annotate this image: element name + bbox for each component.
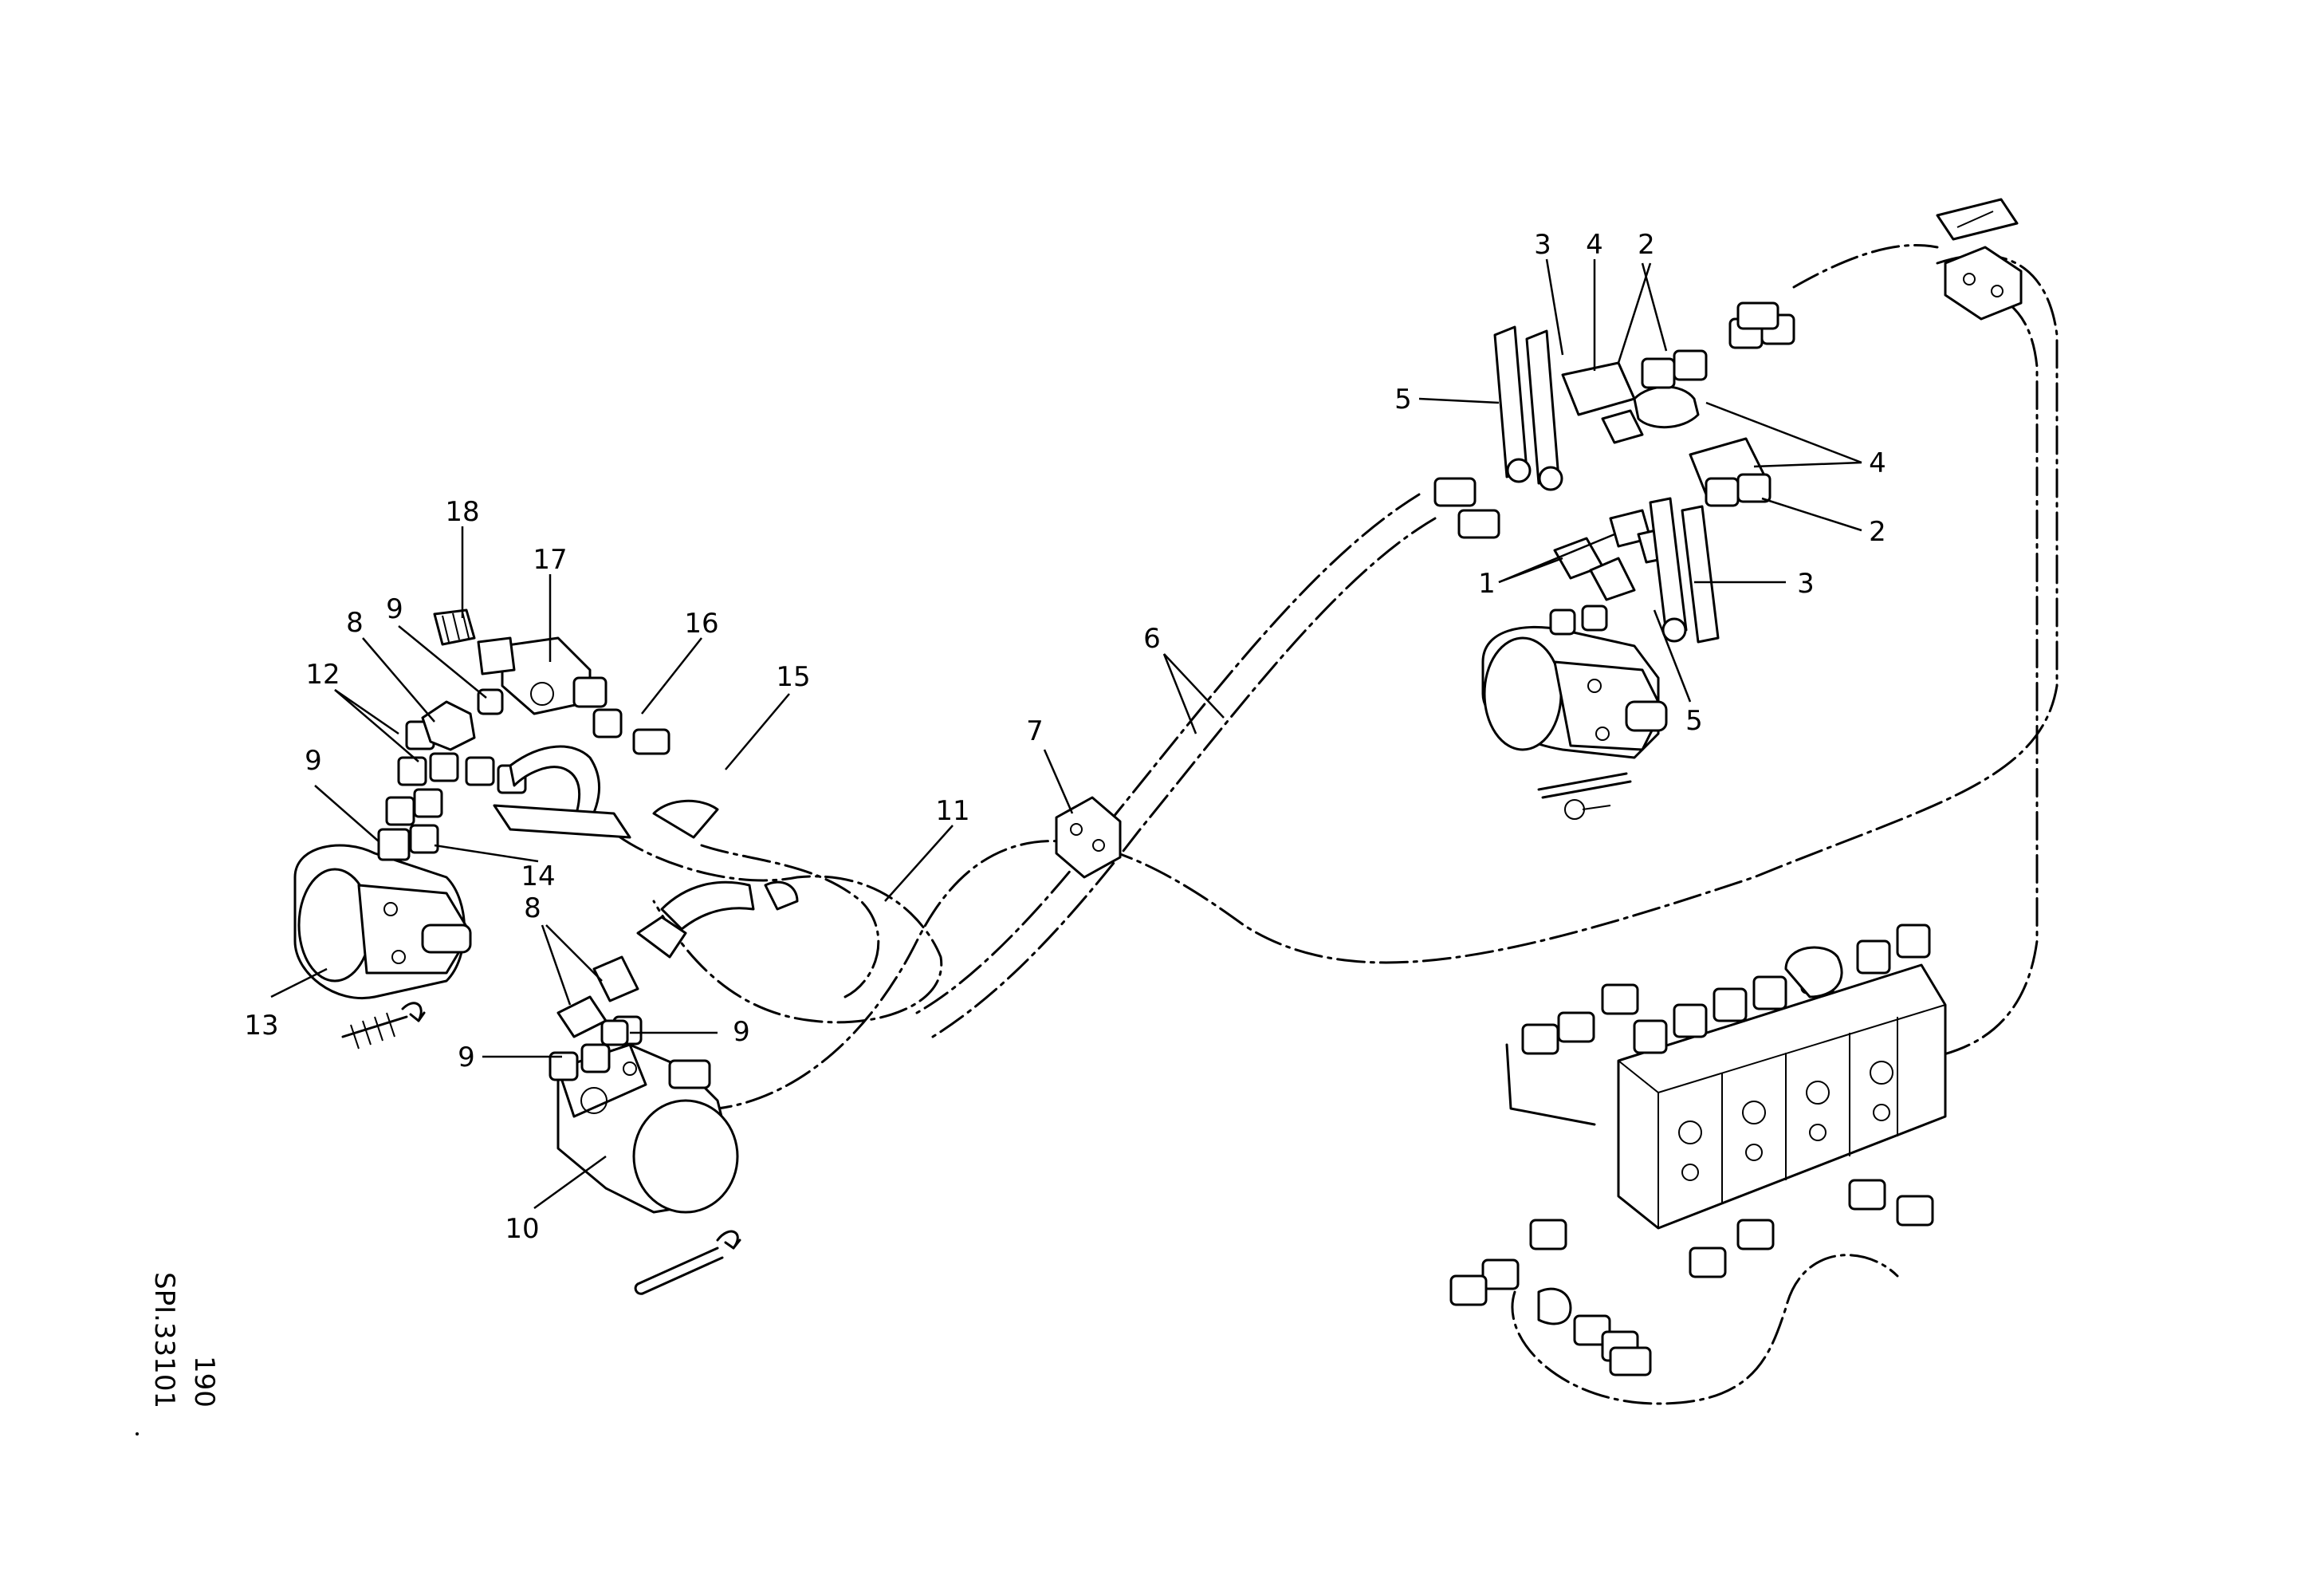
hose-ends-upper-right [1433, 301, 1779, 539]
callout-18: 18 [445, 496, 479, 528]
shaft-rotation-symbol-13 [341, 1002, 426, 1050]
hose-diagonal-a [915, 493, 1421, 1014]
shaft-rotation-symbol-10 [634, 1230, 741, 1295]
callout-9-lower-left: 9 [458, 1042, 475, 1073]
callout-3-right: 3 [1797, 568, 1815, 600]
hose-clamp-7 [1055, 796, 1122, 879]
reference-dot [136, 1432, 139, 1436]
valve-block-fittings [1449, 983, 1934, 1376]
hose-segment-lower-left [636, 880, 799, 959]
dust-caps-3-5 [1493, 325, 1720, 644]
drawing-reference: 190 SPI.33101 [136, 1272, 220, 1436]
elbow-8-upper [421, 700, 476, 751]
callout-17: 17 [533, 544, 567, 576]
bracket-valve-block [1505, 1043, 1596, 1126]
callout-13: 13 [244, 1010, 278, 1042]
hose-left-loop-a [588, 804, 943, 1024]
callout-3-top: 3 [1534, 229, 1551, 261]
pressure-valve-17 [477, 636, 608, 715]
hose-clamp-top-right [1944, 246, 2023, 321]
hose-to-top-right [1792, 244, 1939, 289]
callout-6: 6 [1143, 623, 1161, 655]
callout-16: 16 [684, 608, 718, 640]
callout-9-lower-right: 9 [733, 1016, 750, 1048]
hose-runs [588, 244, 2059, 1405]
fitting-9-lower [600, 1019, 629, 1046]
hydraulic-motor-right [1481, 605, 1668, 759]
callout-4-right: 4 [1869, 447, 1886, 479]
tee-fittings-1 [1553, 509, 1676, 601]
hose-end-left [493, 799, 719, 839]
leader-lines [270, 258, 1862, 1210]
callout-2-top: 2 [1638, 229, 1655, 261]
callout-1: 1 [1478, 568, 1496, 600]
hydraulic-motor-10 [549, 1043, 739, 1214]
shaft-rotation-symbol-right [1537, 772, 1632, 820]
hose-diagonal-b [931, 517, 1437, 1038]
hose-main-upper [716, 254, 2059, 1110]
callout-10: 10 [505, 1213, 539, 1245]
callout-7: 7 [1026, 715, 1044, 747]
control-valve-block [1617, 924, 1947, 1230]
knurled-nut-18 [433, 608, 476, 646]
hydraulic-motor-13 [293, 844, 472, 999]
callout-11: 11 [935, 795, 969, 827]
page-number: 190 [188, 1356, 220, 1408]
drawing-code: SPI.33101 [148, 1272, 180, 1408]
callout-8-lower: 8 [524, 892, 541, 924]
callout-12: 12 [305, 659, 340, 691]
hose-main-lower [1912, 286, 2039, 1062]
hose-lower-right-loop [1511, 1254, 1899, 1405]
callout-8-upper: 8 [346, 607, 364, 639]
callout-5-top: 5 [1394, 384, 1412, 415]
callout-4-top: 4 [1586, 229, 1603, 261]
callout-labels: 3 4 2 5 4 2 3 1 5 6 7 11 15 16 17 18 9 8… [244, 229, 1886, 1245]
fitting-16 [592, 708, 670, 755]
direction-arrow-plate [1936, 198, 2019, 241]
callout-5-lower: 5 [1685, 705, 1703, 737]
callout-2-right: 2 [1869, 516, 1886, 548]
callout-9-left: 9 [305, 745, 322, 777]
callout-9-upper: 9 [386, 593, 403, 625]
callout-14: 14 [521, 861, 555, 892]
callout-15: 15 [776, 661, 810, 693]
hose-left-loop-b [700, 844, 880, 998]
